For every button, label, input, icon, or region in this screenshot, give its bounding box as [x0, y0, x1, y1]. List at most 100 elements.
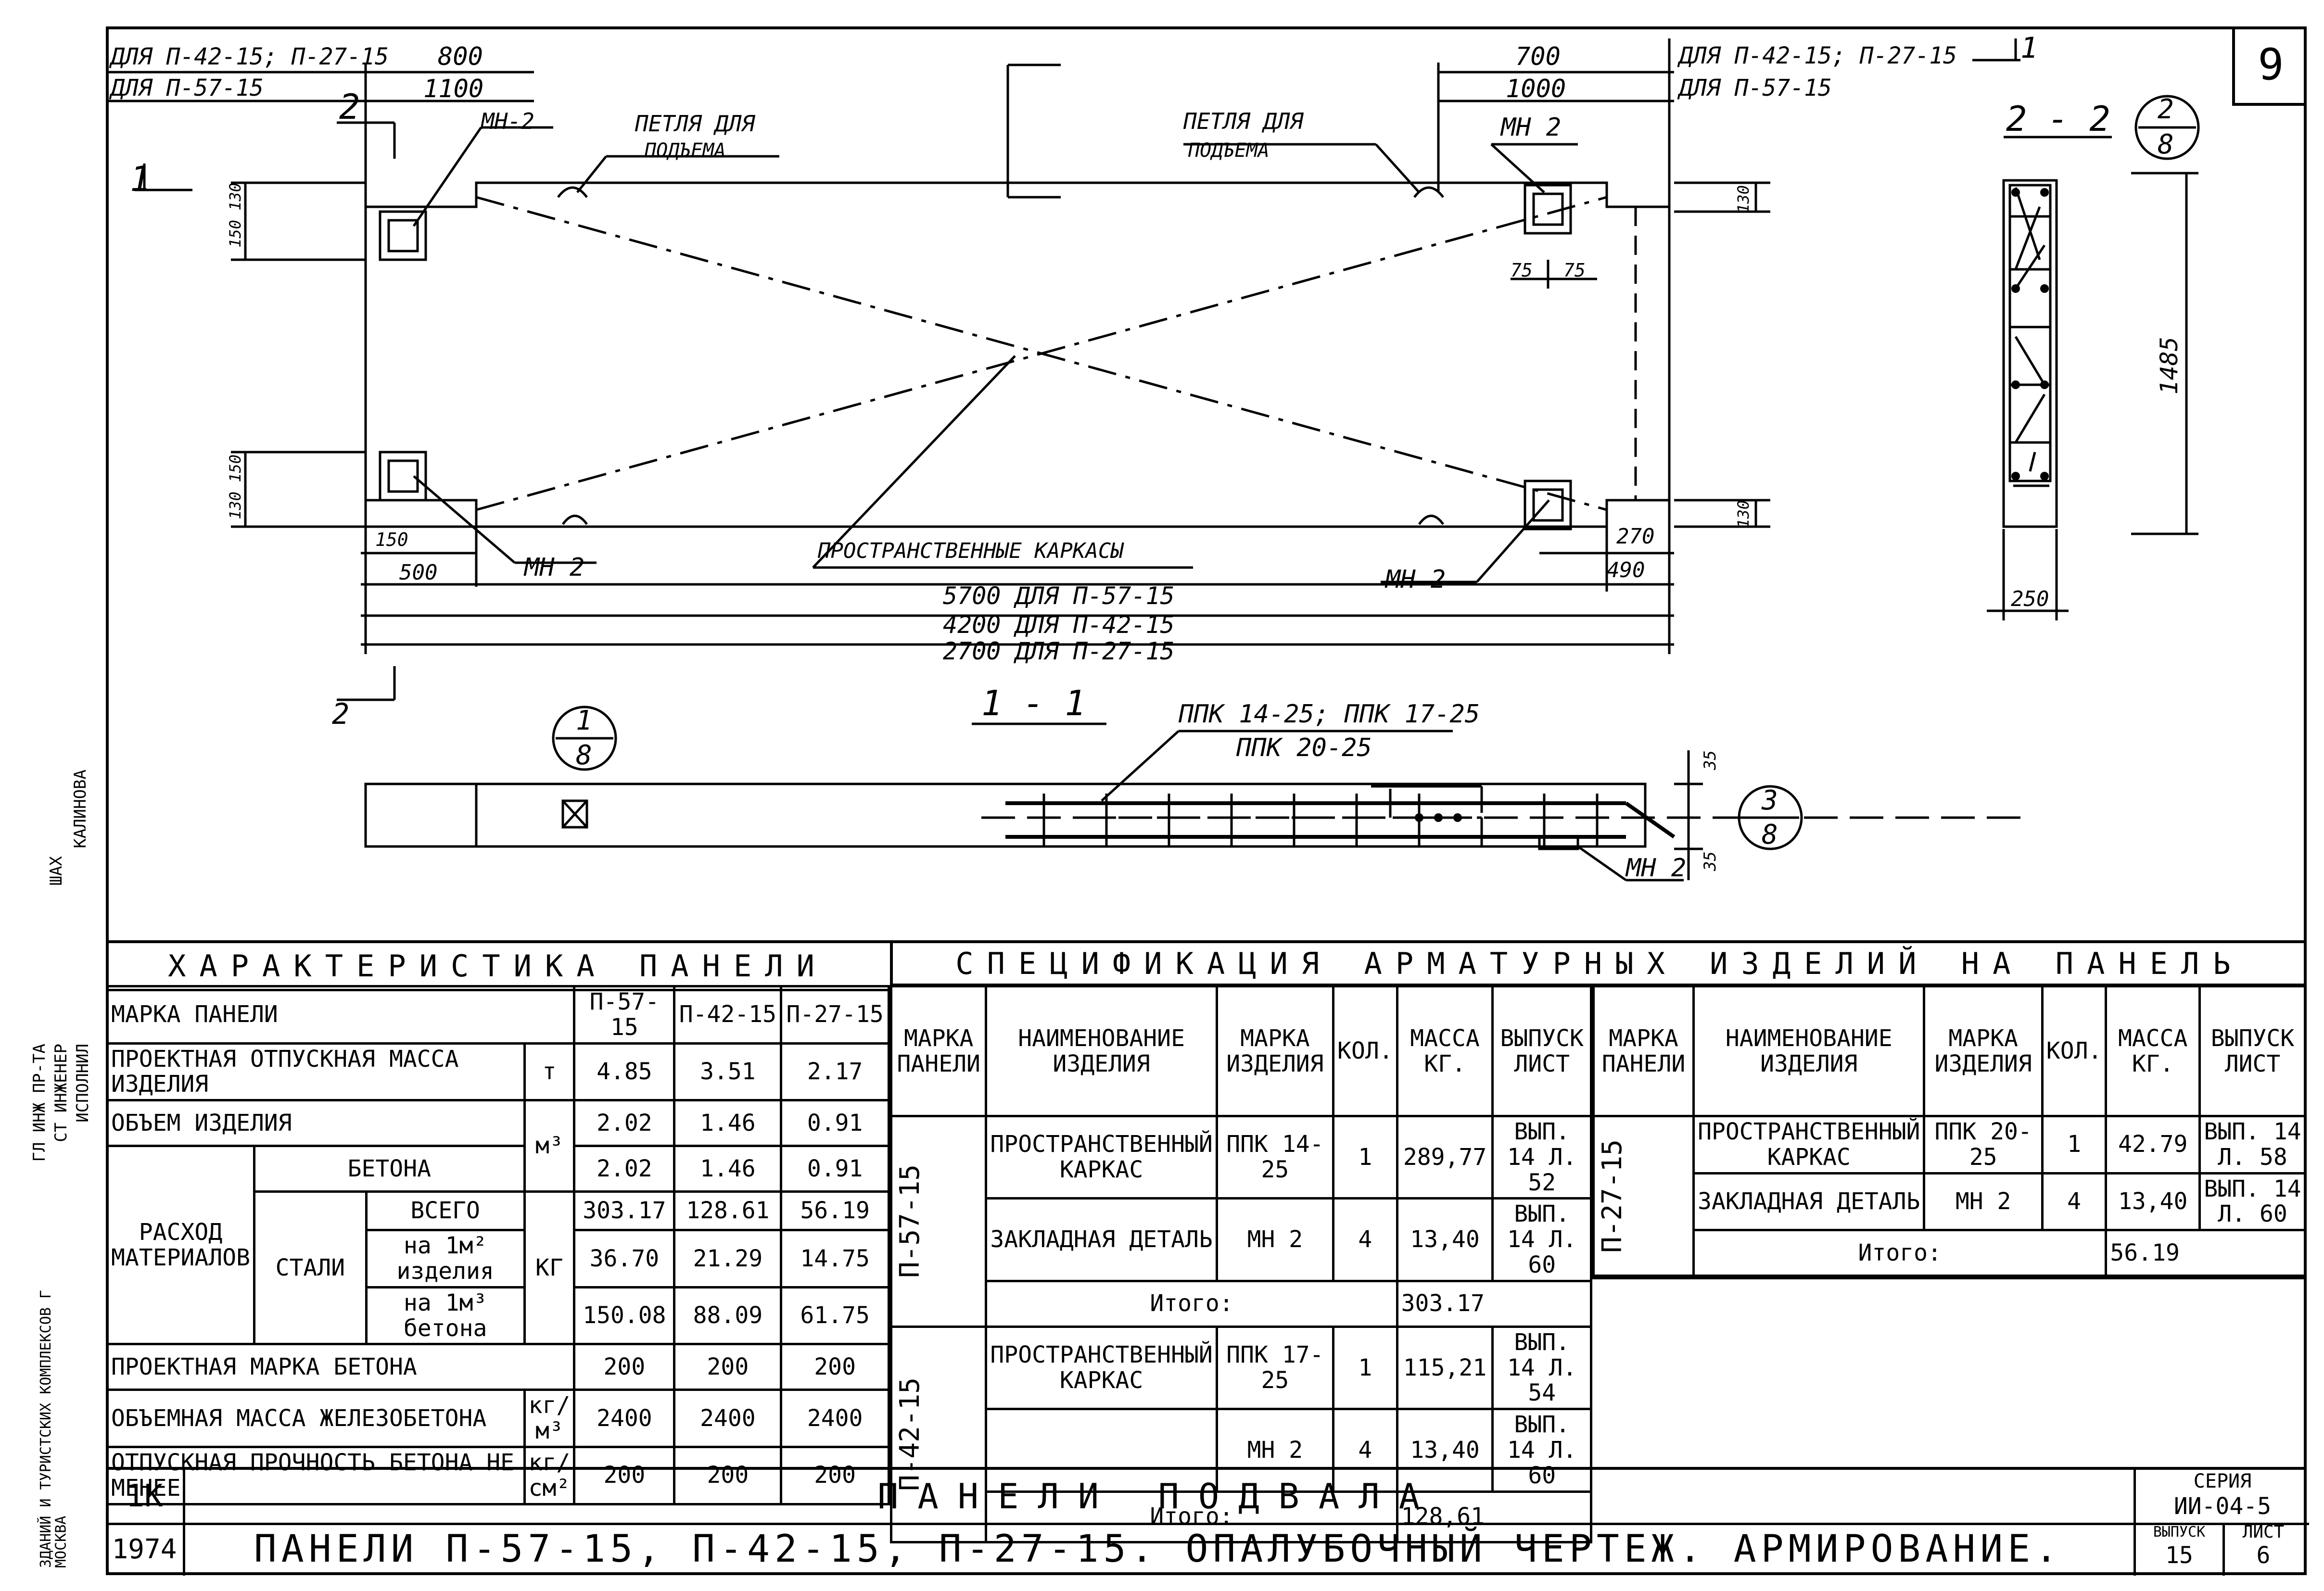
density-val-1: 2400: [573, 1389, 676, 1448]
dim-130-bottom-right: 130: [1734, 500, 1753, 528]
for-p57-right-label: ДЛЯ П-57-15: [1679, 75, 1832, 101]
mark-label: МАРКА ПАНЕЛИ: [105, 985, 576, 1045]
loop-label-right-2: ПОДЪЕМА: [1188, 139, 1270, 162]
sheet-number: 9: [2258, 39, 2284, 90]
concrete-label: БЕТОНА: [253, 1145, 526, 1193]
steel-label: СТАЛИ: [253, 1190, 368, 1346]
total-label: ВСЕГО: [365, 1190, 526, 1232]
spec-p57-mark-cell: П-57-15: [889, 1115, 988, 1328]
total-val-1: 303.17: [573, 1190, 676, 1232]
grade-val-3: 200: [780, 1343, 890, 1391]
title-year: 1974: [112, 1533, 177, 1565]
char-row-mark: МАРКА ПАНЕЛИ П-57-15 П-42-15 П-27-15: [105, 985, 890, 1045]
spec-right-empty-area: [1592, 1277, 2307, 1469]
spec-left-h-name: НАИМЕНОВАНИЕ ИЗДЕЛИЯ: [985, 985, 1218, 1117]
length-4200: 4200 ДЛЯ П-42-15: [943, 611, 1175, 639]
col-head-3: П-27-15: [780, 985, 890, 1045]
mn2-label-b: МН 2: [1501, 113, 1562, 142]
strength-val-3: 200: [780, 1445, 890, 1505]
density-label: ОБЪЕМНАЯ МАССА ЖЕЛЕЗОБЕТОНА: [106, 1389, 526, 1448]
spec-p57-row-1: П-57-15 ПРОСТРАНСТВЕННЫЙ КАРКАС ППК 14-2…: [889, 1114, 1592, 1328]
char-row-grade: ПРОЕКТНАЯ МАРКА БЕТОНА 200 200 200: [105, 1343, 890, 1391]
spec-p27-r1-mass: 42.79: [2105, 1115, 2201, 1174]
section-2-2-title: 2 - 2: [2006, 99, 2110, 139]
dim-490: 490: [1607, 558, 1645, 582]
circle-ref-1-bottom: 8: [576, 740, 592, 771]
spec-p42-mark-cell: П-42-15: [889, 1325, 988, 1543]
vol-val-1: 2.02: [573, 1099, 676, 1148]
mass-unit: т: [523, 1042, 576, 1102]
for-p42-label: ДЛЯ П-42-15; П-27-15: [111, 43, 389, 70]
length-5700: 5700 ДЛЯ П-57-15: [943, 582, 1175, 610]
char-row-strength: ОТПУСКНАЯ ПРОЧНОСТЬ БЕТОНА НЕ МЕНЕЕ кг/с…: [106, 1445, 890, 1505]
strength-val-1: 200: [573, 1445, 676, 1505]
spec-p27-r2-mass: 13,40: [2105, 1172, 2201, 1232]
per-concrete-val-1: 150.08: [573, 1286, 676, 1346]
spec-p57-r2-mass: 13,40: [1396, 1197, 1494, 1282]
spec-p27-r1-item: ППК 20-25: [1923, 1115, 2044, 1174]
dim-500: 500: [399, 560, 438, 585]
loop-label-right-1: ПЕТЛЯ ДЛЯ: [1183, 108, 1304, 134]
spec-p57-r2-item: МН 2: [1215, 1197, 1335, 1282]
spec-left-h-mass: МАССА КГ.: [1396, 985, 1494, 1117]
spec-p42-r1-qty: 1: [1332, 1325, 1398, 1411]
spec-p42-r1-sheet: ВЫП. 14 Л. 54: [1491, 1325, 1592, 1411]
spec-left-header: МАРКА ПАНЕЛИ НАИМЕНОВАНИЕ ИЗДЕЛИЯ МАРКА …: [889, 985, 1592, 1117]
series-value: ИИ-04-5: [2173, 1493, 2272, 1520]
col-head-1: П-57-15: [573, 985, 676, 1045]
density-val-3: 2400: [780, 1389, 890, 1448]
char-row-density: ОБЪЕМНАЯ МАССА ЖЕЛЕЗОБЕТОНА кг/м³ 2400 2…: [106, 1389, 890, 1448]
char-row-mass: ПРОЕКТНАЯ ОТПУСКНАЯ МАССА ИЗДЕЛИЯ т 4.85…: [106, 1042, 890, 1102]
title-main-cell: ПАНЕЛИ ПОДВАЛА: [183, 1470, 2134, 1525]
dim-1100: 1100: [423, 75, 484, 103]
spec-p27-r1-sheet: ВЫП. 14 Л. 58: [2198, 1115, 2307, 1174]
dim-35-bottom: 35: [1701, 851, 1720, 871]
char-row-per-item: на 1м² изделия 36.70 21.29 14.75: [107, 1229, 890, 1288]
spec-right-h-qty: КОЛ.: [2041, 985, 2108, 1117]
total-val-2: 128.61: [673, 1190, 783, 1232]
spec-p27-row-1: П-27-15 ПРОСТРАНСТВЕННЫЙ КАРКАС ППК 20-2…: [1592, 1114, 2307, 1277]
mass-label: ПРОЕКТНАЯ ОТПУСКНАЯ МАССА ИЗДЕЛИЯ: [106, 1042, 526, 1102]
total-val-3: 56.19: [780, 1190, 890, 1232]
char-row-volume: ОБЪЕМ ИЗДЕЛИЯ м³ 2.02 1.46 0.91: [106, 1099, 890, 1193]
spec-right-h-name: НАИМЕНОВАНИЕ ИЗДЕЛИЯ: [1692, 985, 1926, 1117]
volume-unit: м³: [523, 1099, 576, 1193]
col-head-2: П-42-15: [673, 985, 783, 1045]
dim-270: 270: [1616, 524, 1655, 549]
density-val-2: 2400: [673, 1389, 783, 1448]
sheet-cell: ЛИСТ 6: [2220, 1523, 2307, 1576]
strength-label: ОТПУСКНАЯ ПРОЧНОСТЬ БЕТОНА НЕ МЕНЕЕ: [106, 1445, 526, 1505]
formwork-drawing: [108, 38, 2200, 882]
spec-p57-r2-qty: 4: [1332, 1197, 1398, 1282]
stamp-row-3: ИСПОЛНИЛ: [73, 1044, 92, 1123]
spec-p42-r2-qty: 4: [1332, 1408, 1398, 1493]
mass-val-1: 4.85: [573, 1042, 676, 1102]
length-2700: 2700 ДЛЯ П-27-15: [943, 637, 1175, 665]
spec-p57-r1-qty: 1: [1332, 1114, 1398, 1200]
per-concrete-val-2: 88.09: [673, 1286, 783, 1346]
spec-left-h-qty: КОЛ.: [1332, 985, 1398, 1117]
spec-p27-r2-qty: 4: [2041, 1172, 2108, 1232]
spatial-frames-label: ПРОСТРАНСТВЕННЫЕ КАРКАСЫ: [818, 539, 1124, 563]
title-block: 1К 1974 ПАНЕЛИ ПОДВАЛА ПАНЕЛИ П-57-15, П…: [106, 1467, 2309, 1576]
panel-outline: [364, 181, 1671, 528]
section-mark-2-bottom: 2: [332, 697, 350, 731]
spec-right-h-mark: МАРКА ПАНЕЛИ: [1592, 985, 1695, 1117]
spec-right-h-mass: МАССА КГ.: [2105, 985, 2201, 1117]
issue-value: 15: [2165, 1542, 2193, 1569]
dim-250: 250: [2011, 587, 2049, 611]
spec-right-header: МАРКА ПАНЕЛИ НАИМЕНОВАНИЕ ИЗДЕЛИЯ МАРКА …: [1592, 985, 2307, 1117]
spec-p42-r1-mass: 115,21: [1396, 1325, 1494, 1411]
spec-right-h-item: МАРКА ИЗДЕЛИЯ: [1923, 985, 2044, 1117]
title-code-cell: 1К: [106, 1470, 185, 1525]
title-sub-cell: ПАНЕЛИ П-57-15, П-42-15, П-27-15. ОПАЛУБ…: [183, 1523, 2134, 1576]
spec-p27-mark: П-27-15: [1597, 1139, 1628, 1253]
spec-p27-total-row: Итого: 56.19: [1594, 1229, 2307, 1277]
circle-ref-3-bottom: 8: [1762, 819, 1778, 850]
dim-800: 800: [438, 42, 483, 71]
title-code: 1К: [126, 1478, 163, 1514]
concrete-val-2: 1.46: [673, 1145, 783, 1193]
loop-label-left-2: ПОДЪЕМА: [645, 139, 726, 162]
spec-p57-r1-sheet: ВЫП. 14 Л. 52: [1491, 1114, 1592, 1200]
char-row-concrete: РАСХОД МАТЕРИАЛОВ БЕТОНА 2.02 1.46 0.91: [106, 1145, 890, 1346]
